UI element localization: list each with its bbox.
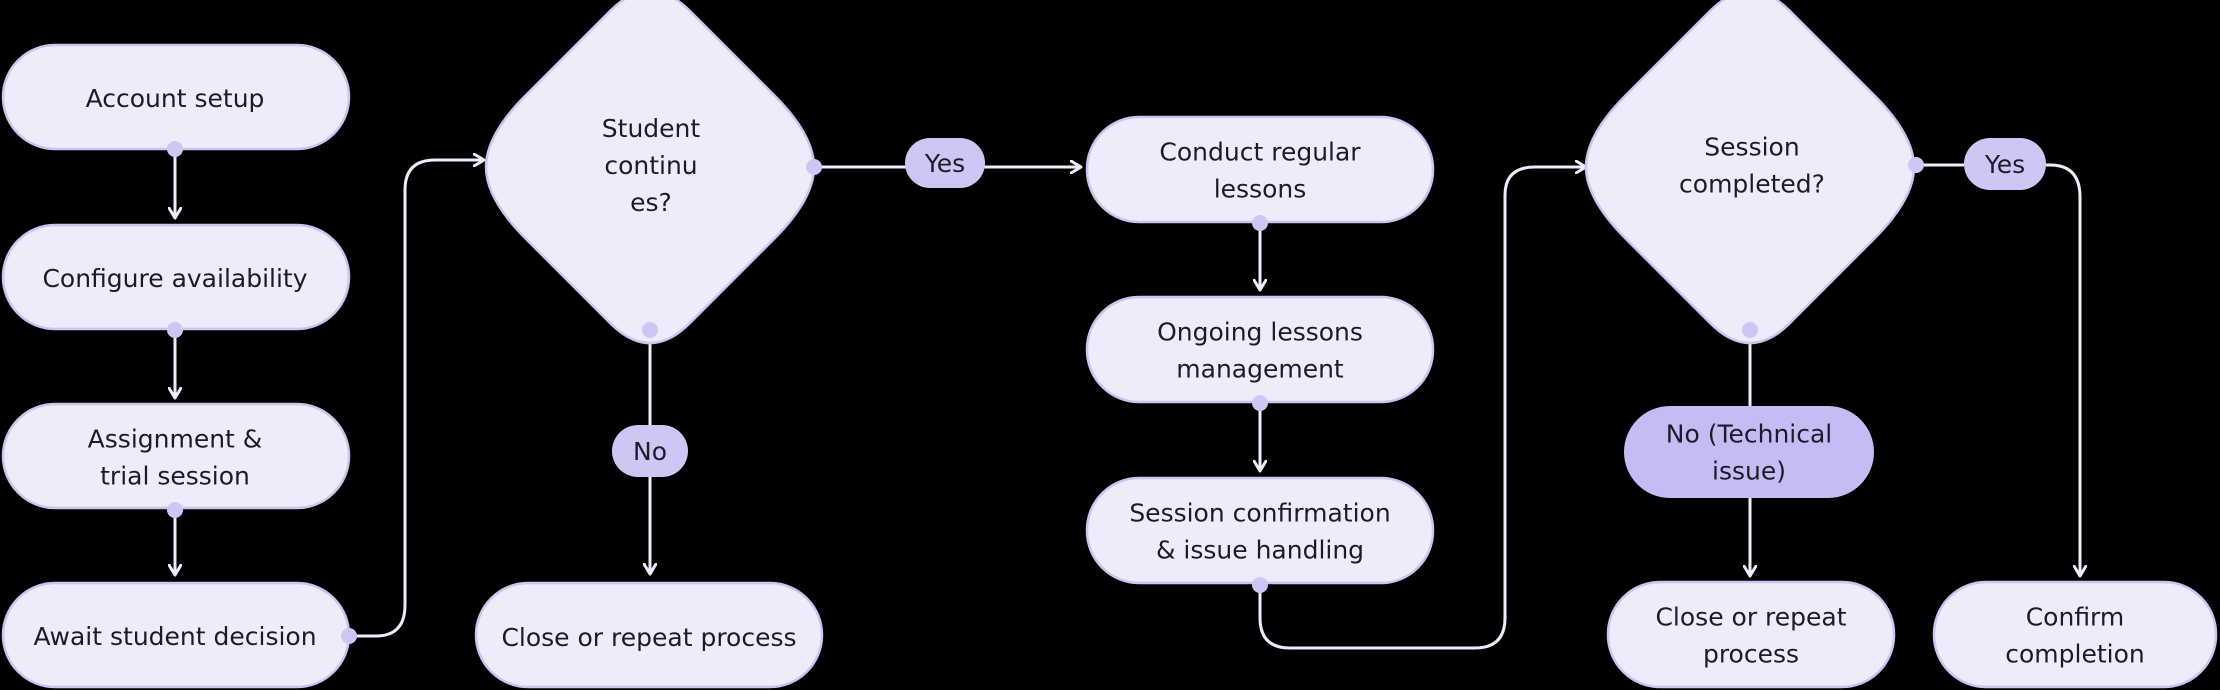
- text-line: Configure availability: [42, 264, 307, 293]
- node-student-continues: [484, 0, 816, 345]
- text-line: Session: [1704, 133, 1799, 162]
- text-line: Session confirmation: [1129, 499, 1390, 528]
- text-line: lessons: [1214, 175, 1307, 204]
- dot-ongoing-lessons-bottom: [1252, 395, 1268, 411]
- node-account-setup-label: Account setup: [86, 84, 265, 113]
- text-line: Conduct regular: [1159, 138, 1361, 167]
- dot-account-setup-bottom: [167, 141, 183, 157]
- text-line: Ongoing lessons: [1157, 318, 1363, 347]
- edge-label-yes-2: [1964, 138, 2046, 190]
- text-line: No (Technical: [1666, 420, 1833, 449]
- text-line: process: [1703, 640, 1799, 669]
- node-close-repeat-1: [474, 581, 824, 689]
- dot-student-continues-right: [806, 159, 822, 175]
- edge-labels: Yes No Yes No (Technical issue): [612, 138, 2046, 498]
- text-line: completed?: [1679, 170, 1825, 199]
- node-confirm-completion-label: Confirm completion: [2005, 603, 2144, 669]
- text-line: & issue handling: [1156, 536, 1364, 565]
- text-line: Assignment &: [88, 425, 263, 454]
- node-assignment-trial-label: Assignment & trial session: [88, 425, 263, 491]
- text-line: No: [633, 437, 667, 466]
- node-session-completed: [1584, 0, 1916, 345]
- node-student-continues-label: Student continu es?: [602, 114, 701, 217]
- text-line: Yes: [1984, 150, 2025, 179]
- edge-label-yes-2-text: Yes: [1984, 150, 2025, 179]
- text-line: continu: [604, 151, 697, 180]
- node-conduct-lessons-label: Conduct regular lessons: [1159, 138, 1361, 204]
- node-assignment-trial: [1, 402, 351, 510]
- node-configure-availability-label: Configure availability: [42, 264, 307, 293]
- dot-session-completed-bottom: [1742, 322, 1758, 338]
- node-await-decision-label: Await student decision: [33, 622, 316, 651]
- text-line: es?: [630, 188, 672, 217]
- node-close-repeat-2: [1606, 580, 1896, 689]
- node-close-repeat-2-label: Close or repeat process: [1655, 603, 1846, 669]
- node-ongoing-lessons-label: Ongoing lessons management: [1157, 318, 1363, 384]
- text-line: issue): [1712, 457, 1786, 486]
- connector-await-to-student-continues: [349, 160, 484, 638]
- dot-session-completed-right: [1908, 157, 1924, 173]
- text-line: Student: [602, 114, 701, 143]
- text-line: trial session: [100, 462, 250, 491]
- text-line: Account setup: [86, 84, 265, 113]
- node-close-repeat-1-label: Close or repeat process: [501, 623, 796, 652]
- node-confirm-completion: [1932, 580, 2218, 689]
- text-line: Close or repeat process: [501, 623, 796, 652]
- dot-assignment-trial-bottom: [167, 502, 183, 518]
- edge-label-yes-1-text: Yes: [924, 149, 965, 178]
- dot-conduct-lessons-bottom: [1252, 215, 1268, 231]
- dot-session-confirmation-bottom: [1252, 577, 1268, 593]
- edge-label-no-2: [1624, 406, 1874, 498]
- connector-session-confirmation-to-session-completed: [1258, 167, 1586, 650]
- node-ongoing-lessons: [1085, 295, 1435, 404]
- text-line: completion: [2005, 640, 2144, 669]
- node-session-completed-label: Session completed?: [1679, 133, 1825, 199]
- text-line: Close or repeat: [1655, 603, 1846, 632]
- text-line: Yes: [924, 149, 965, 178]
- text-line: Await student decision: [33, 622, 316, 651]
- dot-configure-availability-bottom: [167, 322, 183, 338]
- text-line: management: [1176, 355, 1344, 384]
- node-conduct-lessons: [1085, 115, 1435, 224]
- edge-label-no-1-text: No: [633, 437, 667, 466]
- edge-label-no-2-text: No (Technical issue): [1666, 420, 1833, 486]
- node-session-confirmation-label: Session confirmation & issue handling: [1129, 499, 1390, 565]
- connector-dots: [167, 141, 1924, 644]
- edge-label-yes-1: [905, 138, 985, 188]
- connector-session-completed-yes: [1916, 163, 2080, 576]
- node-session-confirmation: [1085, 476, 1435, 585]
- edge-label-no-1: [612, 425, 688, 477]
- dot-await-decision-right: [341, 628, 357, 644]
- dot-student-continues-bottom: [642, 322, 658, 338]
- text-line: Confirm: [2026, 603, 2125, 632]
